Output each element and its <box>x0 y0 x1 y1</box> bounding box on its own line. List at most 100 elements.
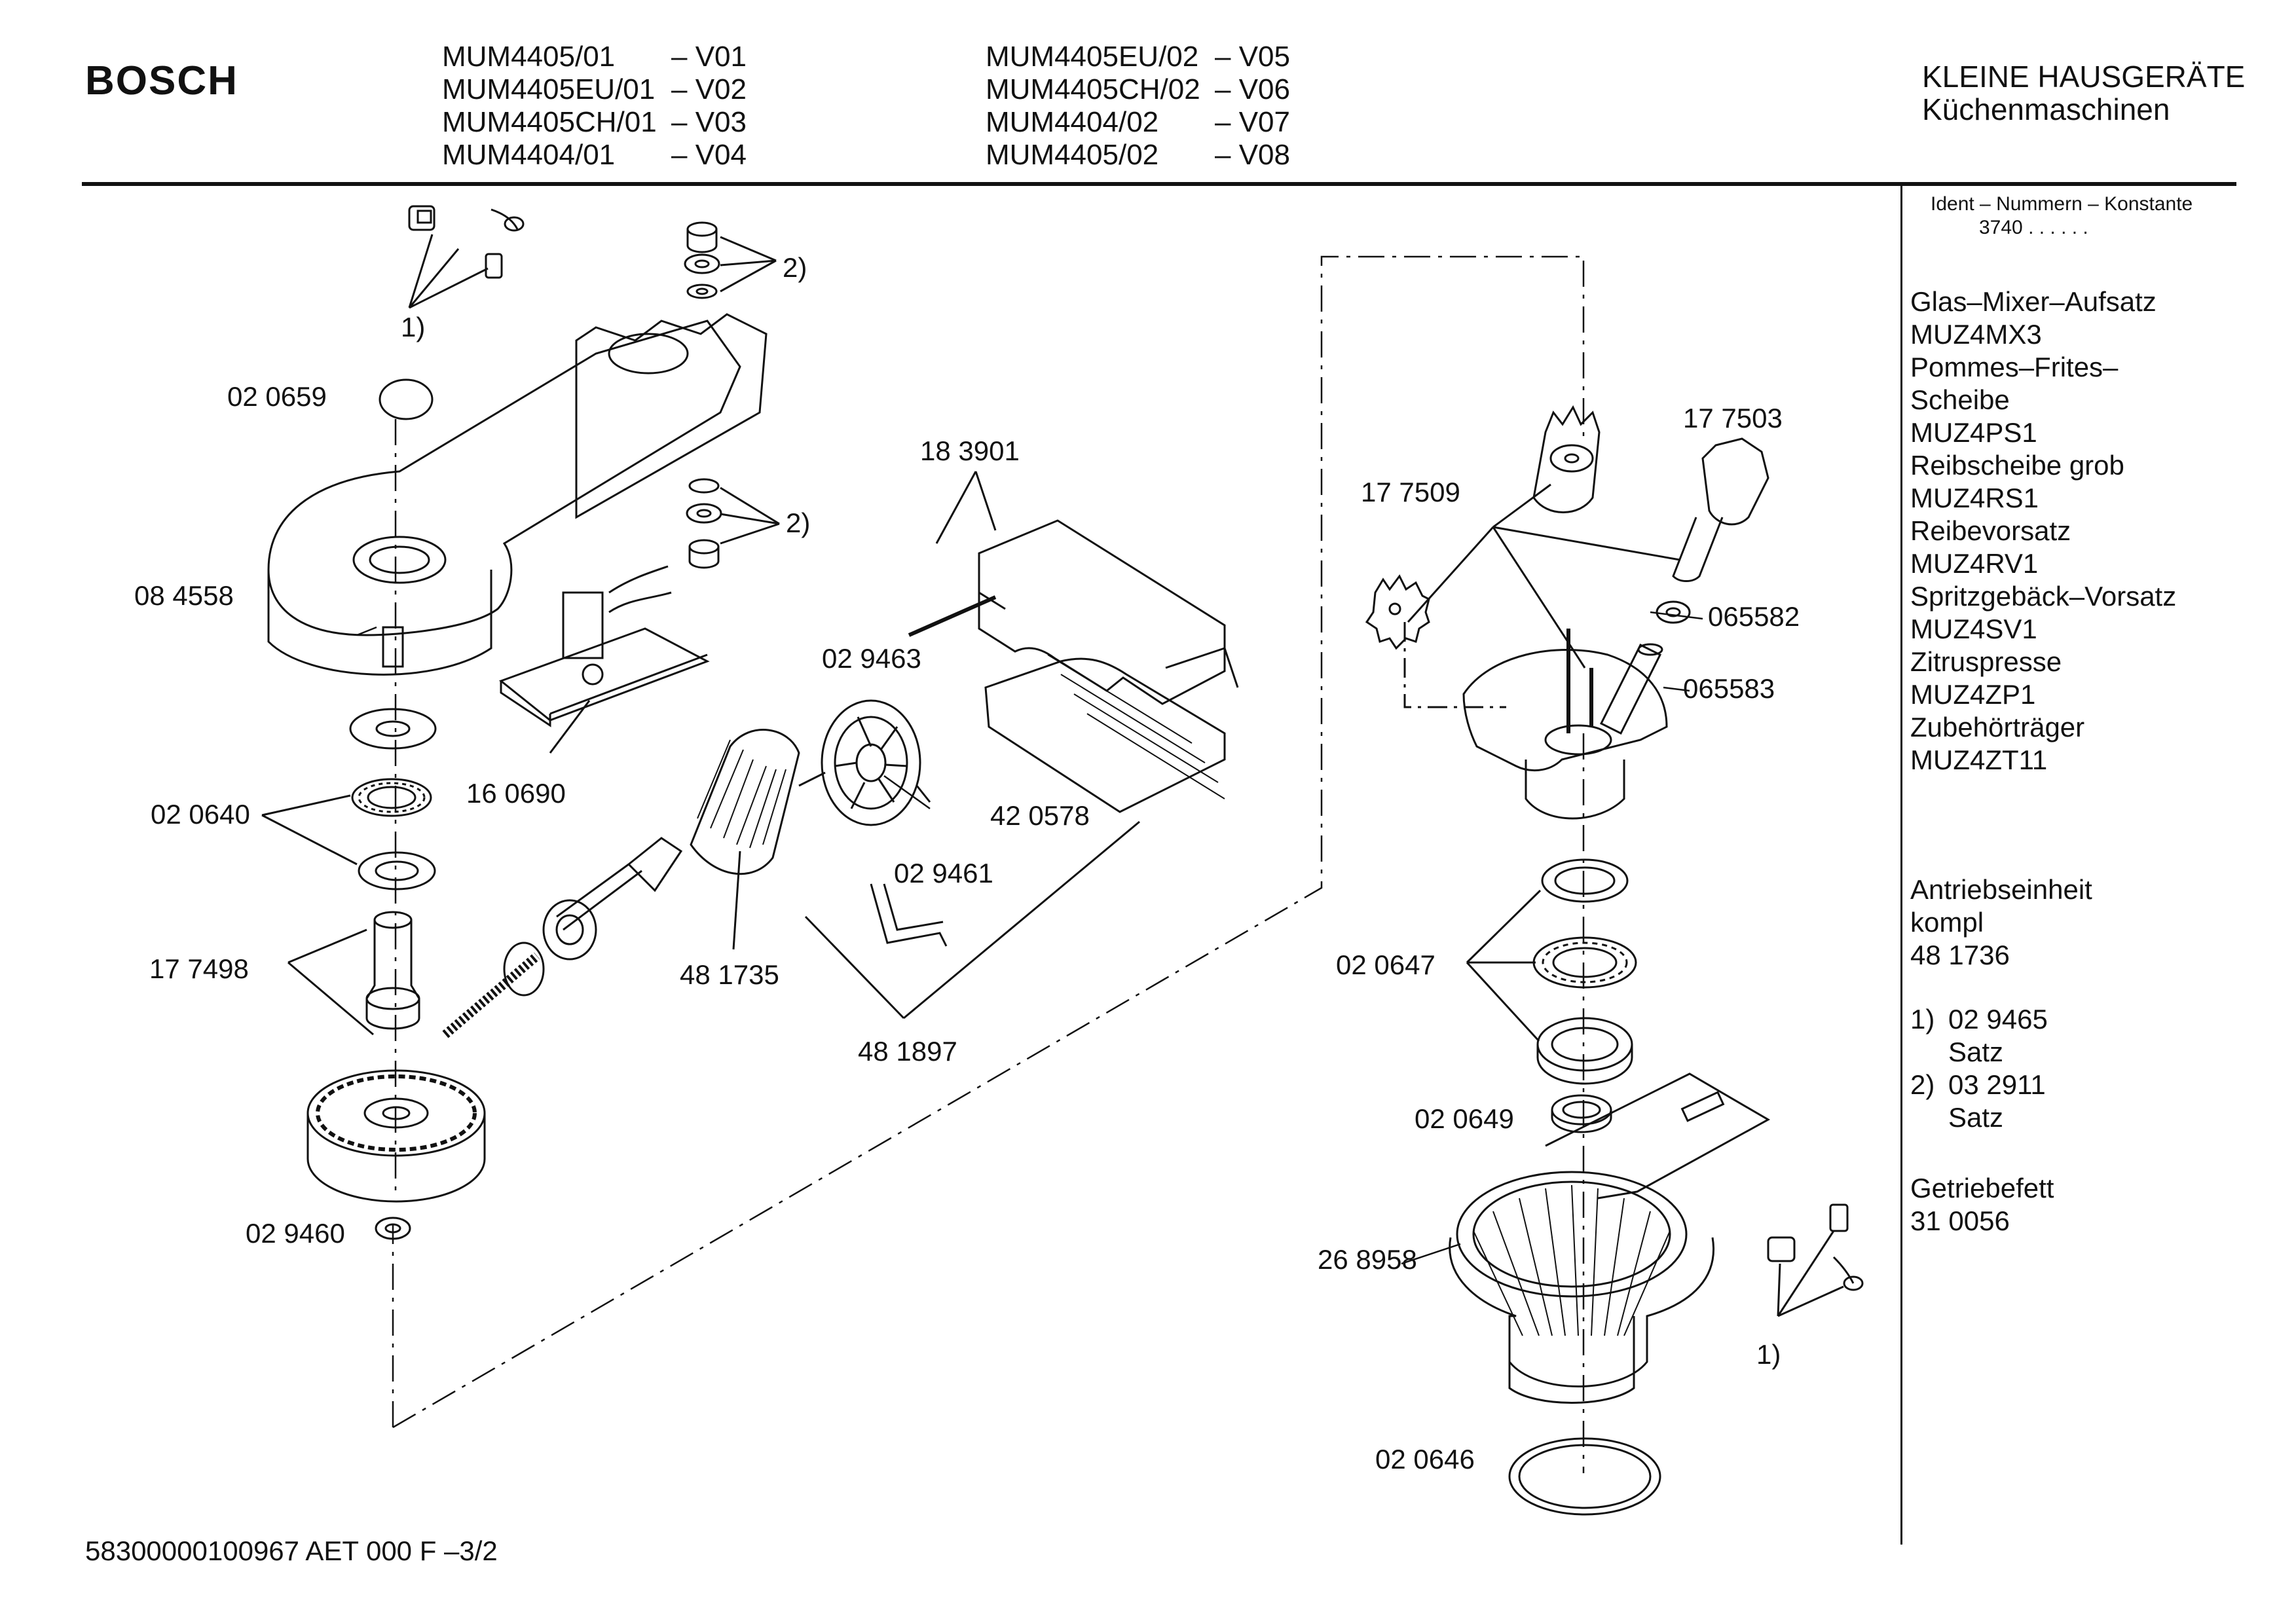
damper-parts-mid <box>686 478 780 569</box>
category-subtitle: Küchenmaschinen <box>1922 92 2170 126</box>
large-gear <box>306 1069 486 1203</box>
lower-housing <box>1449 1171 1714 1404</box>
accessory-item: Scheibe <box>1910 384 2010 415</box>
grease-block: Getriebefett 31 0056 <box>1910 1172 2054 1237</box>
damper-parts-top <box>684 221 777 299</box>
gear-housing <box>267 313 768 676</box>
accessory-item: Glas–Mixer–Aufsatz <box>1910 286 2157 317</box>
gear-17-7509-a <box>1532 405 1601 513</box>
model-row: MUM4404/02– V07 <box>986 106 1290 138</box>
accessory-item: MUZ4ZP1 <box>1910 679 2036 710</box>
gear-carrier <box>1403 622 1668 820</box>
note-row: Satz <box>1948 1102 2004 1133</box>
part-label: 02 0649 <box>1415 1103 1514 1134</box>
sidebar-rule <box>1900 186 1902 1545</box>
part-label: 16 0690 <box>466 778 566 809</box>
assembly-connector-lines <box>392 255 1585 1473</box>
ring-02-0649 <box>1551 1094 1612 1133</box>
accessory-item: MUZ4SV1 <box>1910 614 2037 644</box>
part-label: 48 1735 <box>680 959 779 990</box>
accessory-item: MUZ4RS1 <box>1910 483 2039 513</box>
part-label: 17 7509 <box>1361 477 1460 507</box>
accessory-item: Zitruspresse <box>1910 646 2062 677</box>
bearing-stack-left <box>261 708 437 890</box>
label-leader-lines <box>356 611 1703 1265</box>
model-row: MUM4405EU/01– V02 <box>442 73 747 105</box>
model-row: MUM4404/01– V04 <box>442 139 747 171</box>
part-label: 065582 <box>1708 601 1800 632</box>
motor-fan <box>821 699 931 826</box>
motor-stator <box>804 519 1239 1019</box>
accessory-list: Glas–Mixer–Aufsatz MUZ4MX3 Pommes–Frites… <box>1910 285 2176 777</box>
accessory-item: Reibscheibe grob <box>1910 450 2124 481</box>
part-label: 48 1897 <box>858 1036 957 1067</box>
accessory-item: Reibevorsatz <box>1910 515 2071 546</box>
part-label: 18 3901 <box>920 435 1020 466</box>
brush-holder-parts-bottom <box>1767 1203 1864 1317</box>
part-label: 42 0578 <box>990 800 1090 831</box>
part-label: 17 7498 <box>149 953 249 984</box>
part-label: 02 0640 <box>151 799 250 830</box>
brush-holder-parts-top <box>408 205 525 309</box>
accessory-item: Zubehörträger <box>1910 712 2085 742</box>
accessory-item: MUZ4PS1 <box>1910 417 2037 448</box>
gear-17-7509-b <box>1365 574 1430 650</box>
note-row: 1)02 9465 <box>1910 1004 2048 1035</box>
drive-unit-block: Antriebseinheit kompl 48 1736 <box>1910 873 2092 972</box>
armature <box>442 729 826 1038</box>
accessory-item: Spritzgebäck–Vorsatz <box>1910 581 2177 612</box>
category-block: KLEINE HAUSGERÄTE Küchenmaschinen <box>1922 60 2245 126</box>
part-label: 02 0646 <box>1375 1444 1475 1475</box>
gear-17-7503 <box>1672 437 1769 582</box>
model-list-2: MUM4405EU/02– V05 MUM4405CH/02– V06 MUM4… <box>986 41 1290 172</box>
footnote-marker: 2) <box>786 507 811 538</box>
part-label: 26 8958 <box>1318 1244 1417 1275</box>
ident-value: 3740 . . . . . . <box>1979 217 2088 238</box>
part-label: 08 4558 <box>134 580 234 611</box>
pin <box>908 471 997 637</box>
model-row: MUM4405EU/02– V05 <box>986 41 1290 73</box>
ring-02-0646 <box>1508 1437 1661 1516</box>
note-row: 2)03 2911 <box>1910 1069 2046 1100</box>
header-rule <box>82 182 2236 186</box>
part-label: 02 9461 <box>894 858 993 888</box>
footnote-marker: 1) <box>401 312 426 342</box>
gear-leader-lines <box>1407 483 1680 669</box>
connector-line-right <box>392 255 1585 1429</box>
bearing-stack-right <box>1466 858 1637 1085</box>
footnote-marker: 2) <box>783 252 807 283</box>
accessory-item: MUZ4RV1 <box>1910 548 2039 579</box>
document-footer-code: 58300000100967 AET 000 F –3/2 <box>85 1535 498 1566</box>
model-row: MUM4405CH/01– V03 <box>442 106 747 138</box>
notes-block: 1)02 9465 Satz 2)03 2911 Satz <box>1910 1003 2048 1134</box>
bushing-065582 <box>1656 600 1691 624</box>
footnote-marker: 1) <box>1756 1339 1781 1370</box>
accessory-item: MUZ4MX3 <box>1910 319 2042 350</box>
mounting-plate <box>1545 1072 1771 1200</box>
accessory-item: Pommes–Frites– <box>1910 352 2119 382</box>
drive-unit-number: 48 1736 <box>1910 940 2010 970</box>
drive-unit-sub: kompl <box>1910 907 1984 938</box>
part-label: 02 9460 <box>246 1218 345 1249</box>
grease-title: Getriebefett <box>1910 1173 2054 1203</box>
brand-logo: BOSCH <box>85 58 238 103</box>
bracket-clip <box>870 883 948 947</box>
note-row: Satz <box>1948 1036 2004 1067</box>
model-row: MUM4405/02– V08 <box>986 139 1290 171</box>
part-label: 17 7503 <box>1683 403 1783 433</box>
pinion-gear-left <box>287 911 420 1036</box>
category-title: KLEINE HAUSGERÄTE <box>1922 60 2246 94</box>
model-row: MUM4405/01– V01 <box>442 41 747 73</box>
bushing-065583 <box>1599 643 1663 735</box>
model-row: MUM4405CH/02– V06 <box>986 73 1290 105</box>
drive-unit-title: Antriebseinheit <box>1910 874 2092 905</box>
circuit-board <box>498 565 710 754</box>
part-label: 02 0659 <box>227 381 327 412</box>
ident-label: Ident – Nummern – Konstante <box>1931 193 2193 215</box>
part-label: 065583 <box>1683 673 1775 704</box>
grease-number: 31 0056 <box>1910 1205 2010 1236</box>
model-list-1: MUM4405/01– V01 MUM4405EU/01– V02 MUM440… <box>442 41 747 172</box>
washer-bottom-left <box>375 1217 411 1240</box>
accessory-item: MUZ4ZT11 <box>1910 744 2048 775</box>
